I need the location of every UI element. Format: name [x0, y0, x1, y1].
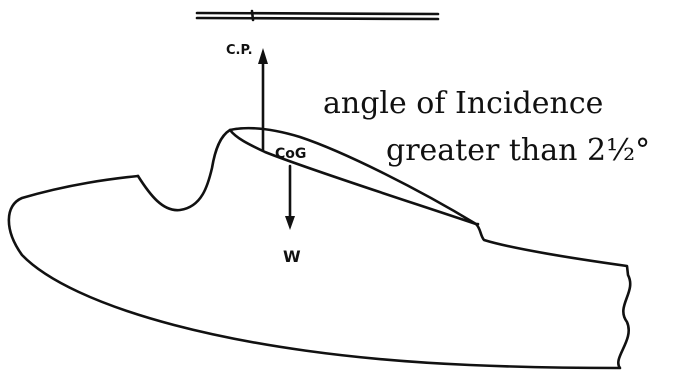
label-w: W	[283, 247, 301, 266]
fuselage-outline	[7, 174, 632, 370]
title-line-1: angle of Incidence	[323, 86, 603, 121]
wing-airfoil	[228, 126, 478, 226]
cockpit-notch	[136, 128, 232, 212]
label-cog: CoG	[275, 146, 306, 162]
title-line-2: greater than 2½°	[386, 133, 650, 168]
reference-line	[195, 9, 440, 22]
cp-force-arrow	[258, 48, 268, 152]
label-cp: C.P.	[226, 43, 253, 58]
weight-force-arrow	[285, 164, 295, 230]
